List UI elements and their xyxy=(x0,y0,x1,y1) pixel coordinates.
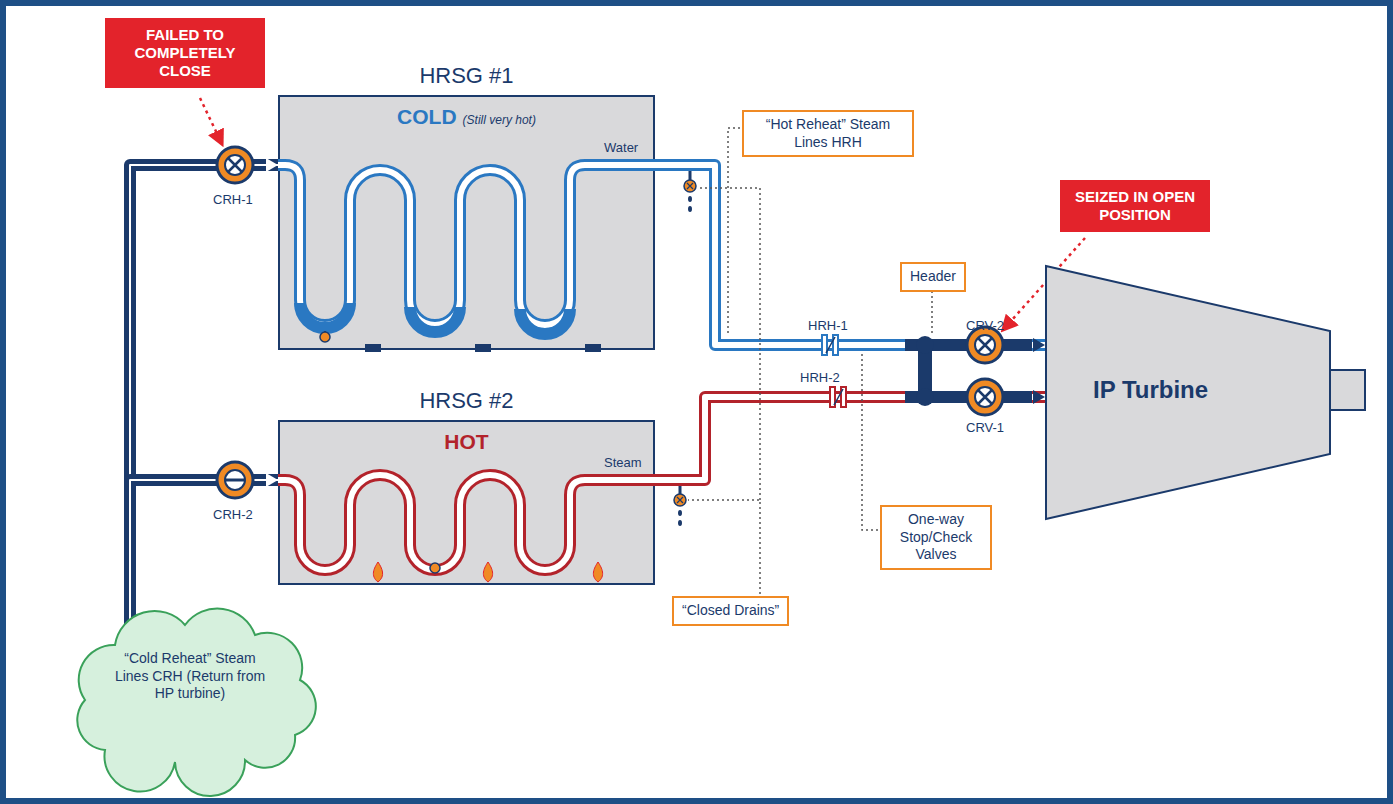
pipe-tag: Water xyxy=(604,140,638,155)
hrsg-title: HRSG #2 xyxy=(280,388,653,414)
note-text: (Still very hot) xyxy=(463,113,536,127)
callout-text: SEIZED IN OPEN POSITION xyxy=(1070,188,1200,224)
callout-text: FAILED TO COMPLETELY CLOSE xyxy=(115,26,255,80)
hrsg-box: COLD(Still very hot)HRSG #1 xyxy=(278,95,655,350)
text-row: COLD (Still very hot) xyxy=(280,105,653,129)
state-text: COLD xyxy=(397,105,457,129)
steam-pipe xyxy=(130,158,278,630)
note-text: Header xyxy=(910,268,956,286)
cloud-text: “Cold Reheat” Steam Lines CRH (Return fr… xyxy=(110,650,270,703)
steam-pipe xyxy=(130,473,278,630)
cloud-box: “Cold Reheat” Steam Lines CRH (Return fr… xyxy=(45,600,335,770)
note-text: “Hot Reheat” Steam Lines HRH xyxy=(752,116,904,151)
pipe-tag: Steam xyxy=(604,455,642,470)
callout-box: SEIZED IN OPEN POSITION xyxy=(1060,180,1210,232)
turbine-name: IP Turbine xyxy=(1093,376,1208,404)
note-box: “Hot Reheat” Steam Lines HRH xyxy=(742,110,914,157)
pipe-tag: CRH-2 xyxy=(213,507,253,522)
pipe-tag: CRV-2 xyxy=(966,318,1004,333)
note-box: One-way Stop/Check Valves xyxy=(880,505,992,570)
note-box: Header xyxy=(900,262,966,292)
frame xyxy=(3,3,1390,801)
hrsg-box: HOTHRSG #2 xyxy=(278,420,655,585)
turbine: IP Turbine xyxy=(1045,265,1370,520)
pipe-tag: CRH-1 xyxy=(213,192,253,207)
pipe-tag: HRH-2 xyxy=(800,370,840,385)
callout-box: FAILED TO COMPLETELY CLOSE xyxy=(105,18,265,88)
note-text: “Closed Drains” xyxy=(682,602,779,620)
pipe-tag: CRV-1 xyxy=(966,420,1004,435)
drains xyxy=(674,171,696,526)
pipe-tag: HRH-1 xyxy=(808,318,848,333)
state-text: HOT xyxy=(444,430,488,454)
hrsg-title: HRSG #1 xyxy=(280,63,653,89)
steam-pipe xyxy=(655,165,1045,352)
note-text: One-way Stop/Check Valves xyxy=(890,511,982,564)
note-box: “Closed Drains” xyxy=(672,596,789,626)
reheater-coil xyxy=(278,95,655,350)
text-row: HOT xyxy=(280,430,653,454)
